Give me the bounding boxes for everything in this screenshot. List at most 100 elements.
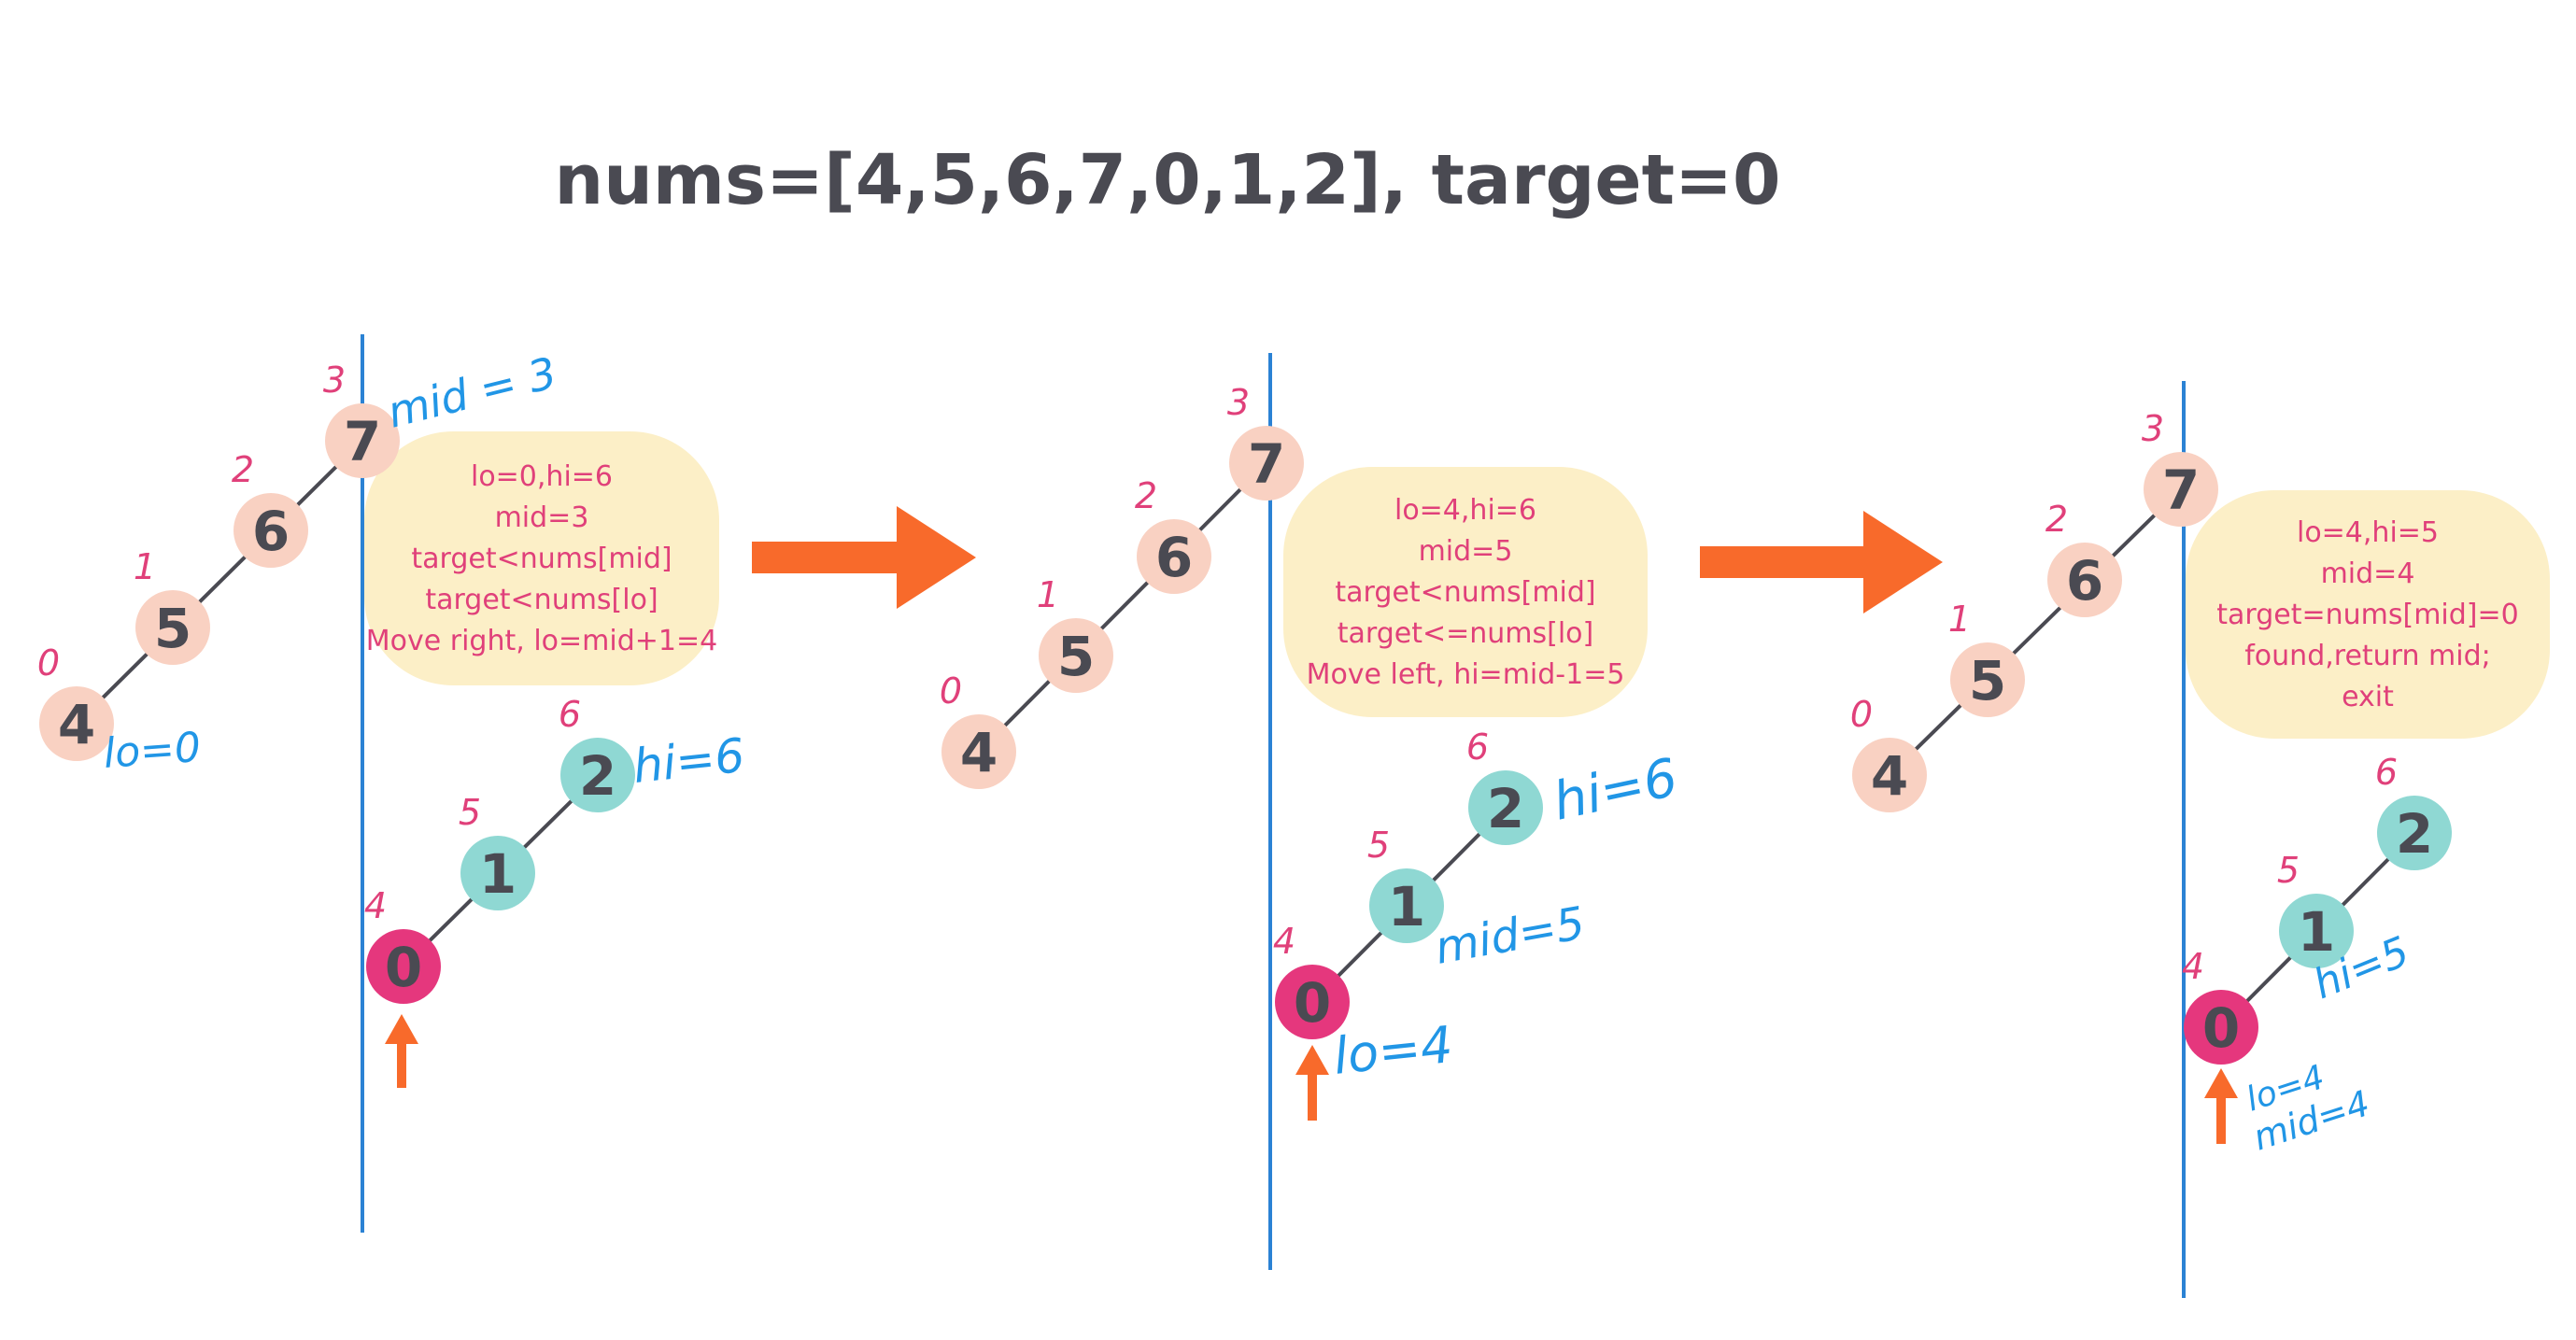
array-node [1039, 618, 1113, 693]
handwritten-annotation: mid=5 [1431, 897, 1589, 975]
node-value-label: 0 [1294, 971, 1331, 1035]
node-value-label: 6 [1155, 526, 1193, 589]
step-note-line: found,return mid; [2244, 640, 2491, 672]
node-value-label: 2 [1487, 777, 1524, 840]
left-segment-line [1888, 487, 2183, 777]
node-index-label: 5 [2277, 850, 2300, 891]
node-index-label: 4 [2182, 946, 2204, 987]
node-index-label: 4 [364, 885, 387, 926]
step-note-line: mid=4 [2321, 557, 2415, 590]
node-value-label: 5 [154, 597, 191, 660]
node-index-label: 3 [323, 360, 346, 401]
handwritten-annotation: lo=4 [1331, 1015, 1456, 1086]
node-value-label: 2 [2396, 802, 2433, 866]
step-note-line: mid=3 [495, 501, 589, 534]
panel-1: lo=0,hi=6 mid=3 target<nums[mid] target<num… [37, 334, 747, 1233]
node-value-label: 1 [479, 842, 517, 906]
target-node [2184, 990, 2258, 1065]
handwritten-annotation: hi=6 [1548, 747, 1682, 832]
node-index-label: 0 [1850, 694, 1873, 735]
array-node [1468, 770, 1543, 845]
panel-3: lo=4,hi=5 mid=4 target=nums[mid]=0 found,re… [1850, 381, 2550, 1298]
node-value-label: 2 [579, 744, 616, 808]
left-segment-line [75, 439, 364, 726]
array-node [1137, 519, 1211, 594]
step-note-line: target<nums[mid] [1335, 576, 1595, 609]
step-arrow-1-to-2 [752, 506, 976, 609]
step-note-bubble [364, 431, 719, 685]
node-index-label: 4 [1273, 921, 1295, 962]
node-index-label: 0 [940, 670, 962, 712]
node-value-label: 4 [1871, 744, 1908, 808]
node-value-label: 7 [2162, 458, 2200, 522]
step-note-line: target<nums[lo] [425, 584, 658, 616]
node-index-label: 6 [2375, 752, 2398, 793]
node-index-label: 5 [1367, 825, 1390, 866]
target-node [1275, 965, 1350, 1039]
node-index-label: 2 [2045, 499, 2068, 540]
array-node [560, 738, 635, 812]
step-note-line: lo=4,hi=6 [1394, 494, 1536, 527]
node-index-label: 2 [232, 449, 254, 490]
pointer-arrow-head [2204, 1068, 2238, 1098]
node-index-label: 1 [1037, 574, 1059, 615]
handwritten-annotation: hi=6 [630, 728, 747, 794]
step-note-line: target<nums[mid] [411, 543, 672, 575]
node-index-label: 1 [1948, 599, 1971, 640]
array-node [2144, 452, 2218, 527]
step-note-bubble [1283, 467, 1648, 717]
node-value-label: 0 [385, 936, 422, 999]
node-value-label: 7 [344, 410, 381, 473]
step-note-line: target=nums[mid]=0 [2216, 599, 2518, 631]
array-node [2047, 543, 2122, 617]
array-node [1852, 738, 1927, 812]
node-index-label: 5 [459, 792, 481, 833]
node-value-label: 4 [58, 693, 95, 756]
array-node [234, 493, 308, 568]
node-index-label: 0 [37, 642, 60, 684]
step-note-line: exit [2342, 681, 2394, 713]
step-note-line: lo=0,hi=6 [471, 460, 613, 493]
node-index-label: 6 [559, 694, 581, 735]
node-value-label: 6 [2066, 549, 2103, 613]
node-value-label: 7 [1248, 432, 1285, 496]
array-node [2377, 796, 2452, 870]
node-value-label: 4 [960, 721, 998, 784]
step-note-line: target<=nums[lo] [1338, 617, 1593, 650]
node-index-label: 2 [1135, 475, 1157, 516]
array-node [325, 403, 400, 478]
node-value-label: 1 [2298, 900, 2335, 964]
handwritten-annotation: lo=0 [102, 724, 202, 778]
array-node [941, 714, 1016, 789]
step-note-line: lo=4,hi=5 [2297, 516, 2439, 549]
array-node [1369, 868, 1444, 943]
array-node [135, 590, 210, 665]
pointer-arrow-head [385, 1014, 418, 1044]
array-node [1950, 642, 2025, 717]
node-value-label: 5 [1057, 625, 1095, 688]
handwritten-annotation: mid = 3 [383, 347, 561, 438]
step-note-bubble [2186, 490, 2550, 739]
node-index-label: 3 [1227, 382, 1250, 423]
array-node [460, 836, 535, 910]
array-node [1229, 426, 1304, 501]
step-note-line: mid=5 [1419, 535, 1513, 568]
left-segment-line [977, 461, 1268, 754]
diagram-title: nums=[4,5,6,7,0,1,2], target=0 [555, 140, 1781, 220]
node-index-label: 3 [2142, 408, 2164, 449]
array-node [39, 686, 114, 761]
step-note-line: Move left, hi=mid-1=5 [1307, 658, 1625, 691]
step-arrow-2-to-3 [1700, 511, 1943, 614]
panel-2: lo=4,hi=6 mid=5 target<nums[mid] target<=nu… [940, 353, 1683, 1270]
node-value-label: 0 [2202, 996, 2240, 1060]
node-value-label: 6 [252, 500, 290, 563]
node-value-label: 1 [1388, 875, 1425, 938]
node-value-label: 5 [1969, 649, 2006, 712]
step-note-line: Move right, lo=mid+1=4 [366, 625, 717, 657]
array-node [2279, 894, 2354, 968]
target-node [366, 929, 441, 1004]
node-index-label: 1 [134, 546, 156, 587]
node-index-label: 6 [1466, 726, 1489, 768]
pointer-arrow-head [1295, 1045, 1329, 1075]
